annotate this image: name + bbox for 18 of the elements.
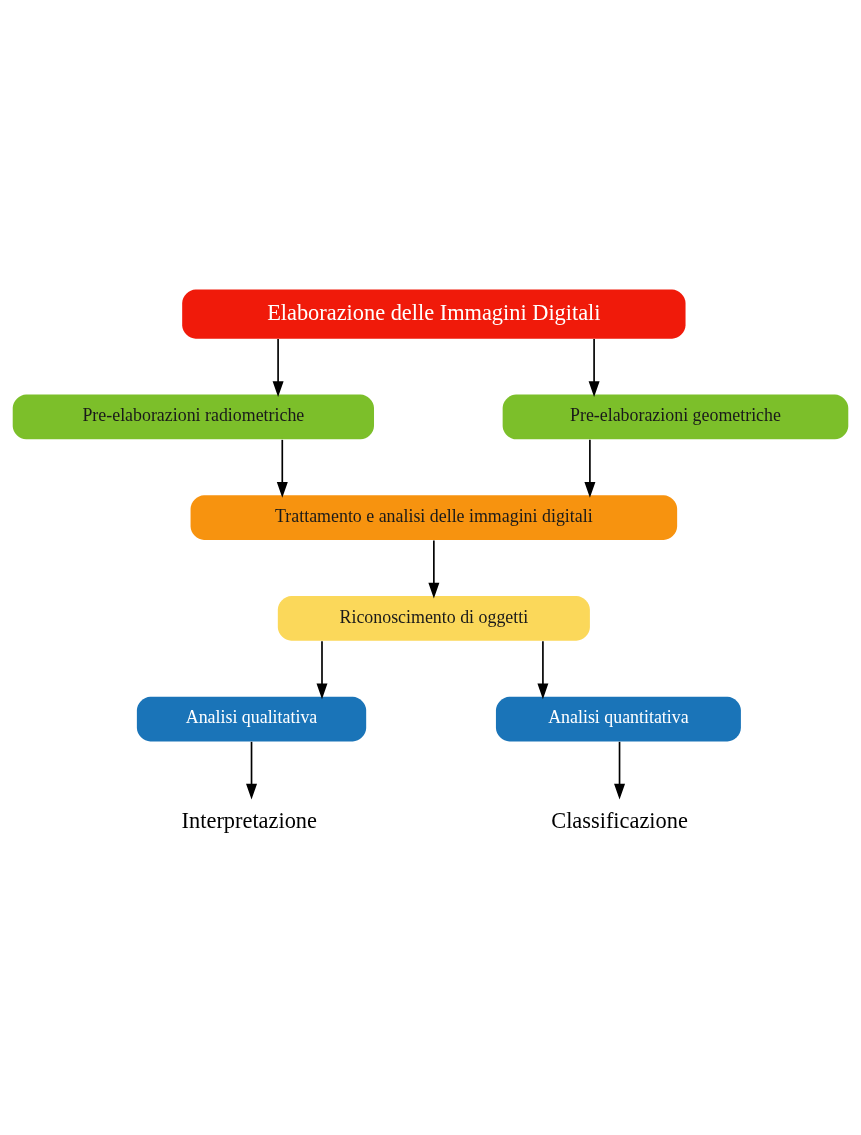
node-box: Trattamento e analisi delle immagini digitali <box>190 494 678 540</box>
node-box: Riconoscimento di oggetti <box>277 595 590 641</box>
arrow <box>614 740 626 800</box>
node-text: Interpretazione <box>181 807 317 833</box>
node-box: Elaborazione delle Immagini Digitali <box>182 288 686 339</box>
arrow <box>588 337 600 397</box>
arrow <box>272 337 284 397</box>
node-box: Analisi quantitativa <box>495 696 741 741</box>
arrow <box>246 740 257 800</box>
node-box: Pre-elaborazioni geometriche <box>502 394 849 439</box>
arrow <box>537 639 549 699</box>
arrow <box>428 539 440 598</box>
node-box: Analisi qualitativa <box>136 696 367 741</box>
node-box: Pre-elaborazioni radiometriche <box>12 394 374 439</box>
node-text: Classificazione <box>551 807 688 833</box>
arrow <box>584 438 596 498</box>
arrow <box>316 639 328 699</box>
arrow <box>276 438 288 498</box>
